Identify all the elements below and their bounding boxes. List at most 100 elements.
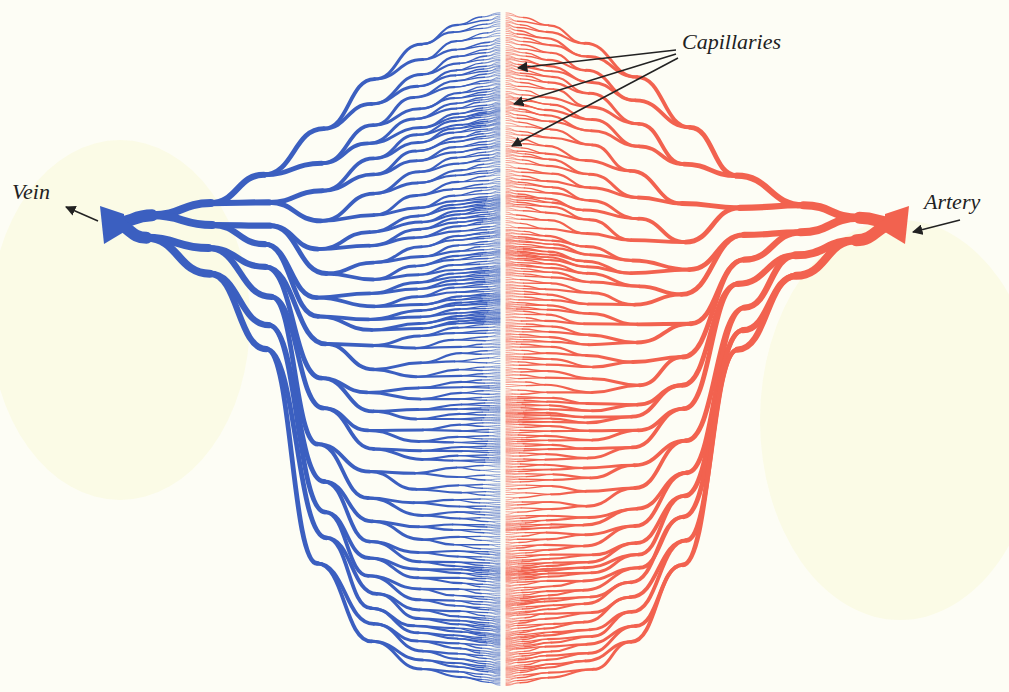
blood-vessel xyxy=(417,189,453,195)
blood-vessel xyxy=(486,659,500,662)
blood-vessel xyxy=(453,339,485,341)
blood-vessel xyxy=(485,307,500,309)
blood-vessel xyxy=(506,587,524,589)
blood-vessel xyxy=(506,142,523,143)
blood-vessel xyxy=(546,213,590,220)
blood-vessel xyxy=(517,205,551,207)
blood-vessel xyxy=(484,249,500,250)
blood-vessel xyxy=(506,114,517,118)
blood-vessel xyxy=(458,639,487,643)
blood-vessel xyxy=(461,222,483,226)
blood-vessel xyxy=(521,269,552,273)
blood-vessel xyxy=(482,584,500,586)
blood-vessel xyxy=(506,396,518,397)
blood-vessel xyxy=(506,293,524,295)
blood-vessel xyxy=(506,512,518,514)
blood-vessel xyxy=(482,26,500,28)
blood-vessel xyxy=(459,232,489,236)
blood-vessel xyxy=(371,608,418,633)
blood-vessel xyxy=(489,452,500,453)
blood-vessel xyxy=(506,555,526,557)
blood-vessel xyxy=(489,554,500,556)
blood-vessel xyxy=(421,353,461,363)
blood-vessel xyxy=(483,106,500,108)
blood-vessel xyxy=(487,239,500,241)
blood-vessel xyxy=(585,261,632,273)
blood-vessel xyxy=(487,350,500,351)
blood-vessel xyxy=(506,673,520,676)
blood-vessel xyxy=(506,439,521,440)
blood-vessel xyxy=(506,396,518,398)
blood-vessel xyxy=(639,124,684,164)
blood-vessel xyxy=(518,465,544,467)
blood-vessel xyxy=(485,461,500,462)
blood-vessel xyxy=(526,405,550,407)
blood-vessel xyxy=(420,393,461,399)
blood-vessel xyxy=(506,361,518,362)
blood-vessel xyxy=(584,597,630,622)
blood-vessel xyxy=(374,449,423,460)
blood-vessel xyxy=(506,441,517,442)
blood-vessel xyxy=(457,477,485,480)
blood-vessel xyxy=(453,270,488,273)
blood-vessel xyxy=(489,630,500,632)
blood-vessel xyxy=(318,444,368,498)
blood-vessel xyxy=(506,416,525,417)
blood-vessel xyxy=(458,320,480,321)
blood-vessel xyxy=(452,530,483,533)
blood-vessel xyxy=(506,575,519,577)
blood-vessel xyxy=(506,187,524,188)
blood-vessel xyxy=(506,304,526,305)
blood-vessel xyxy=(317,298,375,307)
blood-vessel xyxy=(506,476,526,477)
blood-vessel xyxy=(587,273,639,286)
blood-vessel xyxy=(484,459,500,461)
blood-vessel xyxy=(264,163,322,175)
blood-vessel xyxy=(485,618,500,619)
blood-vessel xyxy=(489,177,500,180)
blood-vessel xyxy=(506,130,520,132)
blood-vessel xyxy=(506,359,523,360)
blood-vessel xyxy=(487,302,500,304)
blood-vessel xyxy=(480,160,500,161)
blood-vessel xyxy=(461,431,489,432)
blood-vessel xyxy=(546,198,584,210)
blood-vessel xyxy=(484,383,500,384)
blood-vessel xyxy=(487,361,500,363)
blood-vessel xyxy=(552,342,589,345)
blood-vessel xyxy=(506,563,519,565)
blood-vessel xyxy=(525,276,552,277)
blood-vessel xyxy=(486,454,500,455)
blood-vessel xyxy=(506,413,518,414)
blood-vessel xyxy=(481,222,500,224)
blood-vessel xyxy=(549,439,593,442)
blood-vessel xyxy=(506,481,520,482)
blood-vessel xyxy=(506,430,520,432)
blood-vessel xyxy=(480,604,500,606)
blood-vessel xyxy=(481,353,500,354)
blood-vessel xyxy=(416,414,460,419)
blood-vessel xyxy=(506,91,522,95)
blood-vessel xyxy=(486,414,500,416)
blood-vessel xyxy=(489,627,500,629)
blood-vessel xyxy=(462,569,482,572)
blood-vessel xyxy=(506,338,524,339)
blood-vessel xyxy=(590,465,634,478)
blood-vessel xyxy=(519,237,553,241)
blood-vessel xyxy=(461,648,480,653)
blood-vessel xyxy=(522,329,549,332)
blood-vessel xyxy=(489,428,500,430)
blood-vessel xyxy=(482,181,500,184)
blood-vessel xyxy=(546,378,593,379)
blood-vessel xyxy=(457,74,486,81)
blood-vessel xyxy=(506,502,522,503)
blood-vessel xyxy=(518,362,546,365)
blood-vessel xyxy=(484,533,500,535)
blood-vessel xyxy=(506,536,522,538)
blood-vessel xyxy=(489,309,500,310)
blood-vessel xyxy=(506,484,526,485)
blood-vessel xyxy=(455,279,484,280)
blood-vessel xyxy=(517,401,547,403)
blood-vessel xyxy=(488,431,500,433)
blood-vessel xyxy=(506,324,527,325)
